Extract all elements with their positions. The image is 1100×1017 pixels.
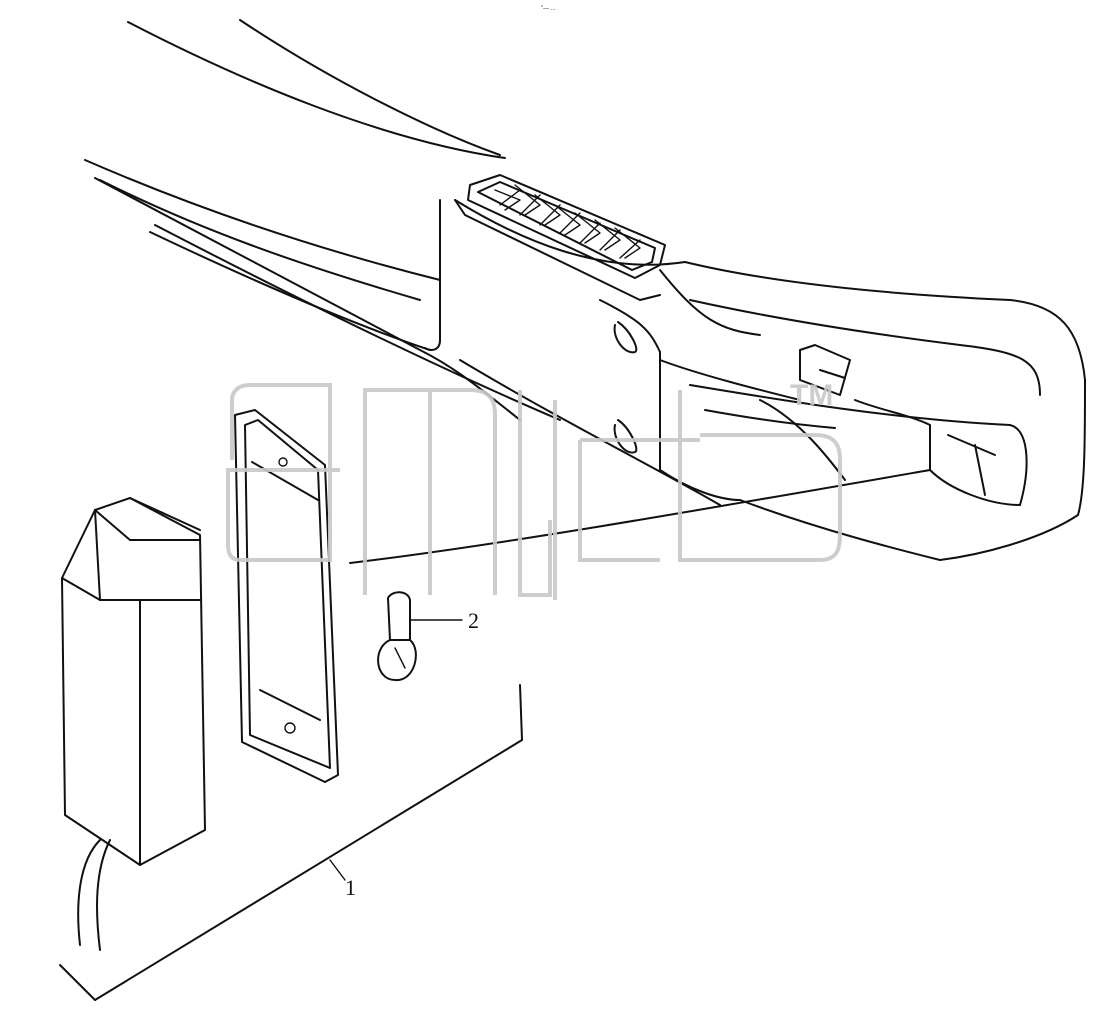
bulb [377, 591, 417, 682]
callout-1: 1 [345, 875, 356, 900]
front-bumper [454, 199, 1086, 561]
cab-body-outline [84, 19, 721, 506]
top-mark: "— ... [541, 6, 556, 12]
callout-2: 2 [468, 608, 479, 633]
lamp-housing [61, 497, 206, 866]
leader-1 [329, 859, 346, 881]
watermark-trademark: TM [790, 379, 833, 412]
wiring [59, 469, 931, 1001]
callout-leaders [329, 619, 463, 881]
step-grille [467, 174, 666, 279]
watermark-logo: TM [226, 379, 842, 600]
lamp-lens-frame [234, 409, 339, 783]
